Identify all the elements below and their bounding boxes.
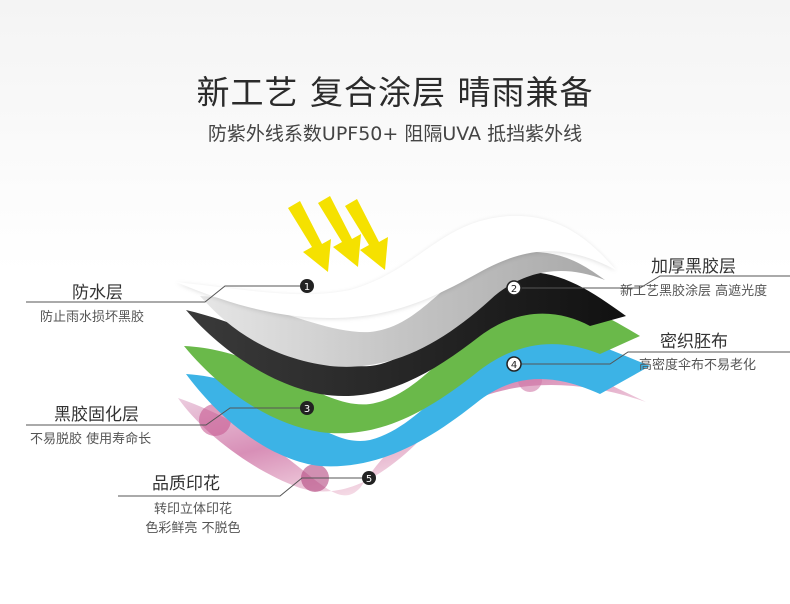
svg-text:2: 2 bbox=[511, 284, 517, 295]
layer-3-desc: 不易脱胶 使用寿命长 bbox=[30, 432, 152, 447]
layer-5-desc-box: 转印立体印花 色彩鲜亮 不脱色 bbox=[128, 500, 258, 538]
layer-2-label: 加厚黑胶层 bbox=[651, 252, 736, 277]
green-layer bbox=[184, 299, 640, 434]
layer-5-desc-line1: 转印立体印花 bbox=[153, 502, 232, 517]
layer-2-desc-box: 新工艺黑胶涂层 高遮光度 bbox=[620, 282, 767, 301]
gray-layer bbox=[200, 251, 605, 367]
page-subtitle: 防紫外线系数UPF50+ 阻隔UVA 抵挡紫外线 bbox=[207, 123, 583, 145]
leader-line-5 bbox=[118, 477, 362, 497]
layer-1-label: 防水层 bbox=[72, 278, 123, 303]
leader-line-2 bbox=[520, 275, 790, 289]
marker-2: 2 bbox=[506, 280, 522, 296]
layer-3-desc-box: 不易脱胶 使用寿命长 bbox=[30, 430, 151, 449]
layer-2-desc: 新工艺黑胶涂层 高遮光度 bbox=[620, 284, 768, 299]
white-layer bbox=[176, 215, 616, 318]
leader-line-3 bbox=[26, 407, 300, 426]
marker-4: 4 bbox=[506, 356, 522, 372]
layer-1-desc-box: 防止雨水损坏黑胶 bbox=[40, 308, 144, 327]
layer-5-desc-line2: 色彩鲜亮 不脱色 bbox=[145, 521, 241, 536]
layer-1-desc: 防止雨水损坏黑胶 bbox=[40, 310, 145, 325]
layer-1-name: 防水层 bbox=[72, 283, 123, 303]
layer-4-label: 密织胚布 bbox=[660, 327, 728, 352]
layer-5-name: 品质印花 bbox=[152, 474, 220, 494]
svg-text:3: 3 bbox=[304, 404, 310, 415]
sun-ray-arrow-icon bbox=[288, 196, 388, 272]
layer-4-desc-box: 高密度伞布不易老化 bbox=[639, 356, 756, 375]
marker-3: 3 bbox=[300, 401, 314, 415]
blue-layer bbox=[186, 335, 650, 467]
svg-text:5: 5 bbox=[366, 474, 372, 485]
leader-line-1 bbox=[26, 285, 300, 303]
layer-2-name: 加厚黑胶层 bbox=[651, 257, 736, 277]
leader-line-4 bbox=[520, 351, 790, 365]
marker-1: 1 bbox=[300, 279, 314, 293]
layer-3-label: 黑胶固化层 bbox=[54, 400, 139, 425]
marker-5: 5 bbox=[362, 471, 376, 485]
layer-3-name: 黑胶固化层 bbox=[54, 405, 139, 425]
page-title: 新工艺 复合涂层 晴雨兼备 bbox=[196, 73, 594, 112]
layer-5-label: 品质印花 bbox=[152, 469, 220, 494]
layer-4-name: 密织胚布 bbox=[660, 332, 728, 352]
layer-4-desc: 高密度伞布不易老化 bbox=[639, 358, 757, 373]
black-layer bbox=[186, 271, 626, 396]
svg-text:4: 4 bbox=[511, 360, 517, 371]
svg-text:1: 1 bbox=[304, 282, 310, 293]
